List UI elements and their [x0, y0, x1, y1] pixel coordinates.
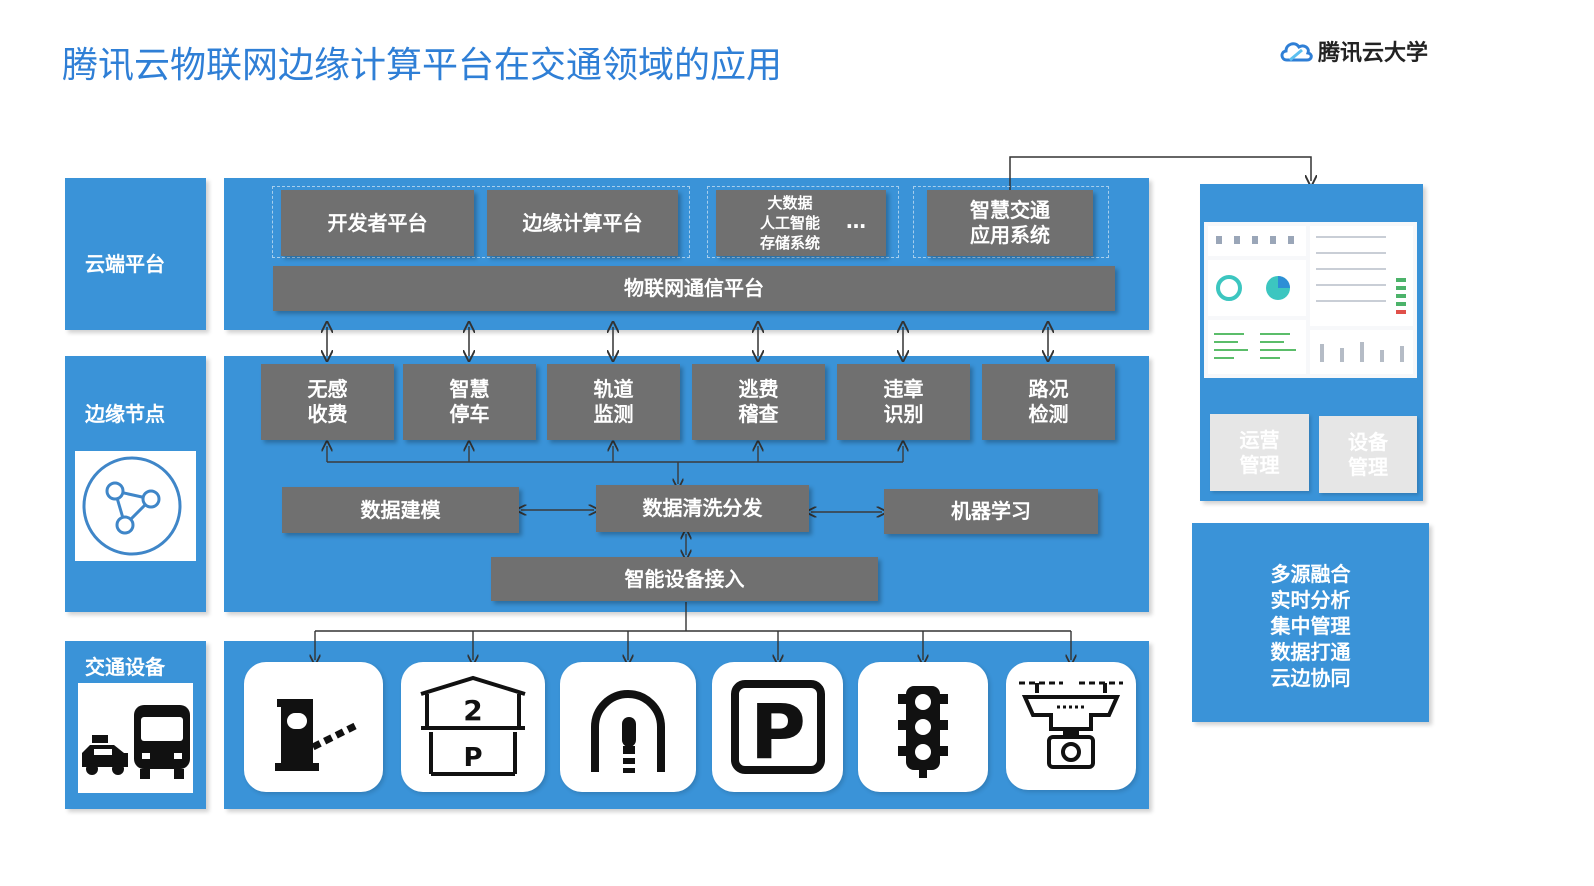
ops-management-button[interactable]: 运营 管理	[1210, 414, 1309, 491]
app-label-line1: 无感	[307, 377, 348, 401]
cloud-logo-icon	[1280, 42, 1313, 62]
feature-item: 云边协同	[1270, 666, 1351, 690]
iot-platform-box: 物联网通信平台	[273, 266, 1115, 311]
app-label-line1: 智慧	[449, 377, 490, 401]
ellipsis: …	[846, 209, 866, 233]
dashboard-preview-icon	[1204, 222, 1417, 378]
app-label-line2: 稽查	[738, 402, 779, 426]
data-cleaning-box: 数据清洗分发	[596, 485, 809, 532]
logo: 腾讯云大学	[1278, 34, 1428, 68]
edge-layer-label: 边缘节点	[85, 402, 165, 426]
app-label-line2: 监测	[593, 402, 634, 426]
bigdata-line2: 人工智能	[760, 214, 821, 232]
device-card-traffic-light	[858, 662, 988, 792]
cloud-layer-label-panel: 云端平台	[65, 178, 206, 330]
devices-layer-label-panel: 交通设备	[65, 641, 206, 809]
device-card-toll	[244, 662, 383, 792]
device-access-box: 智能设备接入	[491, 557, 878, 601]
app-box-road: 路况 检测	[982, 364, 1115, 440]
dev-platform-box: 开发者平台	[281, 190, 474, 256]
smart-traffic-line1: 智慧交通	[970, 198, 1050, 222]
bigdata-line1: 大数据	[767, 194, 813, 212]
logo-text: 腾讯云大学	[1318, 41, 1429, 66]
svg-text:P: P	[750, 687, 806, 776]
dev-platform-group	[272, 186, 690, 258]
app-label-line2: 收费	[307, 402, 348, 426]
ops-line1: 运营	[1239, 427, 1280, 452]
parking-garage-icon: 2 P	[420, 675, 526, 776]
app-box-toll: 无感 收费	[261, 364, 394, 440]
feature-item: 集中管理	[1270, 614, 1351, 638]
cloud-to-dashboard-arrow	[1009, 156, 1311, 190]
app-label-line2: 识别	[883, 402, 924, 426]
edge-layer-label-panel: 边缘节点	[65, 356, 206, 612]
smart-traffic-group	[913, 186, 1109, 258]
tunnel-icon	[591, 690, 665, 773]
page-title: 腾讯云物联网边缘计算平台在交通领域的应用	[62, 45, 783, 86]
feature-item: 数据打通	[1270, 640, 1351, 664]
edge-node-icon	[82, 456, 182, 556]
smart-traffic-line2: 应用系统	[970, 223, 1050, 247]
app-box-rail: 轨道 监测	[547, 364, 680, 440]
machine-learning-box: 机器学习	[884, 489, 1098, 534]
dev-line1: 设备	[1348, 429, 1388, 454]
app-label-line1: 逃费	[738, 377, 779, 401]
feature-item: 实时分析	[1270, 588, 1351, 612]
app-label-line2: 检测	[1028, 402, 1069, 426]
vehicles-icon-card	[78, 683, 193, 793]
devices-layer-label: 交通设备	[85, 655, 165, 679]
dashboard-panel: 运营 管理 设备 管理	[1200, 184, 1423, 501]
device-card-drone	[1006, 662, 1136, 790]
dashboard-screenshot	[1204, 222, 1417, 378]
edge-node-icon-card	[75, 451, 196, 561]
vehicles-icon	[82, 705, 190, 779]
svg-text:2: 2	[463, 694, 482, 727]
bigdata-group	[707, 186, 899, 258]
app-box-violation: 违章 识别	[837, 364, 970, 440]
svg-text:P: P	[463, 743, 482, 773]
app-box-evasion: 逃费 稽查	[692, 364, 825, 440]
device-card-garage: 2 P	[401, 662, 545, 792]
edge-platform-box: 边缘计算平台	[487, 190, 678, 256]
app-label-line1: 违章	[883, 377, 924, 401]
cloud-layer-label: 云端平台	[85, 252, 165, 276]
traffic-light-icon	[898, 686, 948, 778]
feature-item: 多源融合	[1270, 562, 1351, 586]
features-panel: 多源融合 实时分析 集中管理 数据打通 云边协同	[1192, 523, 1429, 722]
data-modeling-box: 数据建模	[282, 487, 519, 533]
smart-traffic-box: 智慧交通 应用系统	[927, 190, 1093, 256]
features-list: 多源融合 实时分析 集中管理 数据打通 云边协同	[1192, 561, 1429, 691]
device-card-parking: P	[712, 662, 843, 792]
device-management-button[interactable]: 设备 管理	[1319, 416, 1417, 493]
app-box-parking: 智慧 停车	[403, 364, 536, 440]
toll-gate-icon	[274, 699, 359, 771]
app-label-line2: 停车	[449, 402, 490, 426]
device-card-tunnel	[560, 662, 696, 792]
app-label-line1: 路况	[1028, 377, 1069, 401]
bigdata-line3: 存储系统	[760, 234, 821, 252]
bigdata-box: 大数据 人工智能 存储系统 …	[716, 190, 886, 256]
dev-line2: 管理	[1348, 454, 1388, 479]
drone-camera-icon	[1019, 681, 1123, 769]
ops-line2: 管理	[1239, 452, 1280, 477]
app-label-line1: 轨道	[593, 377, 634, 401]
parking-sign-icon: P	[730, 680, 825, 776]
